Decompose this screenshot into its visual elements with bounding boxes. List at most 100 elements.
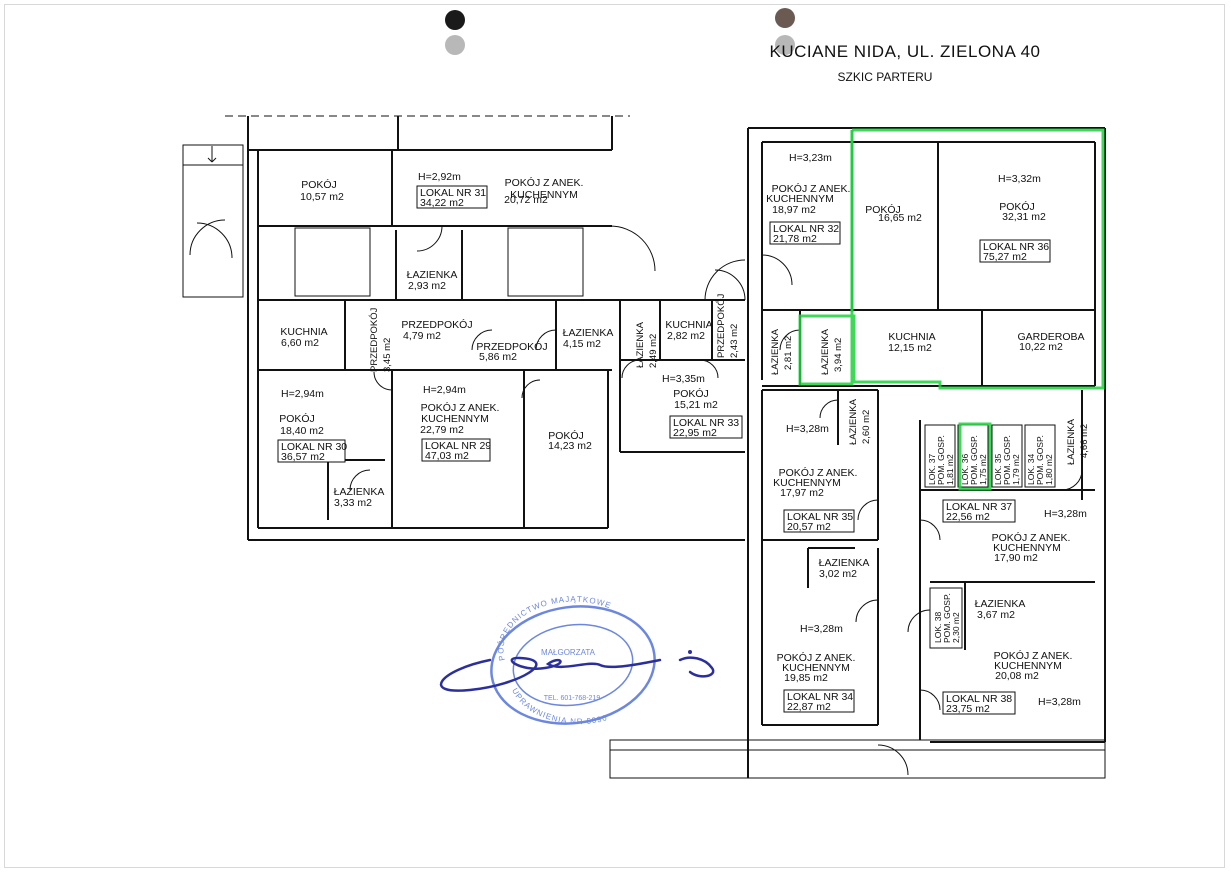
storage-label: LOK. 38	[933, 612, 943, 643]
room-name: KUCHENNYM	[421, 413, 489, 425]
unit-area: 22,87 m2	[787, 701, 831, 713]
room-name: GARDEROBA	[1017, 331, 1084, 343]
room-height: H=3,32m	[998, 173, 1041, 185]
room-area: 32,31 m2	[1002, 211, 1046, 223]
unit-area: 20,57 m2	[787, 521, 831, 533]
storage-label: POM. GOSP.	[1035, 435, 1045, 485]
room-area: 4,66 m2	[1079, 424, 1090, 458]
unit-label: LOKAL NR 30	[281, 441, 347, 453]
storage-label: POM. GOSP.	[942, 593, 952, 643]
room-area: 22,79 m2	[420, 424, 464, 436]
room-name: POKÓJ	[673, 387, 709, 400]
room-area: 19,85 m2	[784, 672, 828, 684]
room-name: POKÓJ Z ANEK.	[779, 466, 858, 479]
punch-hole-left	[445, 10, 465, 30]
page-border	[4, 4, 1225, 868]
room-area: 4,79 m2	[403, 330, 441, 342]
room-area: 3,02 m2	[819, 568, 857, 580]
room-name: ŁAZIENKA	[1066, 418, 1077, 465]
room-name: ŁAZIENKA	[820, 328, 831, 375]
room-area: 2,60 m2	[861, 410, 872, 444]
storage-label: LOK. 36	[960, 454, 970, 485]
room-area: 15,21 m2	[674, 399, 718, 411]
unit-label: LOKAL NR 33	[673, 417, 739, 429]
storage-label: 1,81 m2	[945, 454, 955, 485]
storage-label: LOK. 37	[927, 454, 937, 485]
room-height: H=3,28m	[1038, 696, 1081, 708]
room-name: ŁAZIENKA	[563, 327, 614, 339]
unit-label: LOKAL NR 38	[946, 693, 1012, 705]
unit-label: LOKAL NR 32	[773, 223, 839, 235]
room-name: KUCHENNYM	[766, 193, 834, 205]
unit-label: LOKAL NR 34	[787, 691, 853, 703]
room-name: KUCHENNYM	[773, 477, 841, 489]
page-subtitle: SZKIC PARTERU	[837, 70, 933, 84]
room-name: ŁAZIENKA	[334, 486, 385, 498]
room-name: KUCHENNYM	[510, 189, 578, 201]
room-name: ŁAZIENKA	[819, 557, 870, 569]
stamp-center-line: TEL. 601-768-219	[544, 695, 601, 702]
room-name: KUCHENNYM	[782, 662, 850, 674]
unit-area: 22,56 m2	[946, 511, 990, 523]
room-height: H=3,23m	[789, 152, 832, 164]
room-name: KUCHNIA	[665, 319, 712, 331]
signature	[439, 650, 715, 692]
room-name: POKÓJ Z ANEK.	[992, 531, 1071, 544]
room-name: PRZEDPOKÓJ	[716, 293, 727, 358]
unit-labels: LOKAL NR 31 34,22 m2 LOKAL NR 30 36,57 m…	[277, 185, 1051, 715]
room-name: POKÓJ	[279, 412, 315, 425]
room-area: 3,33 m2	[334, 497, 372, 509]
storage-label: POM. GOSP.	[936, 435, 946, 485]
room-name: POKÓJ Z ANEK.	[994, 649, 1073, 662]
room-height: H=2,94m	[281, 388, 324, 400]
room-name: ŁAZIENKA	[407, 269, 458, 281]
room-area: 18,97 m2	[772, 204, 816, 216]
unit-area: 47,03 m2	[425, 450, 469, 462]
storage-labels: LOK. 37 POM. GOSP. 1,81 m2 LOK. 36 POM. …	[927, 435, 1054, 643]
storage-label: 1,80 m2	[1044, 454, 1054, 485]
room-labels: POKÓJ 10,57 m2 H=2,92m POKÓJ Z ANEK. KUC…	[279, 152, 1090, 708]
room-area: 10,57 m2	[300, 191, 344, 203]
room-name: PRZEDPOKÓJ	[401, 318, 472, 331]
unit-area: 22,95 m2	[673, 427, 717, 439]
punch-hole-left-shadow	[445, 35, 465, 55]
room-area: 20,72 m2	[504, 194, 548, 206]
unit-label: LOKAL NR 29	[425, 440, 491, 452]
room-name: ŁAZIENKA	[975, 598, 1026, 610]
room-height: H=3,35m	[662, 373, 705, 385]
room-area: 2,93 m2	[408, 280, 446, 292]
room-height: H=3,28m	[800, 623, 843, 635]
room-name: POKÓJ Z ANEK.	[505, 176, 584, 189]
room-area: 4,15 m2	[563, 338, 601, 350]
room-area: 17,97 m2	[780, 487, 824, 499]
room-area: 2,43 m2	[729, 324, 740, 358]
room-height: H=3,28m	[1044, 508, 1087, 520]
room-name: POKÓJ	[301, 178, 337, 191]
unit-label: LOKAL NR 37	[946, 501, 1012, 513]
storage-label: POM. GOSP.	[1002, 435, 1012, 485]
room-height: H=2,94m	[423, 384, 466, 396]
room-name: POKÓJ	[865, 203, 901, 216]
room-area: 3,67 m2	[977, 609, 1015, 621]
room-area: 10,22 m2	[1019, 341, 1063, 353]
room-area: 16,65 m2	[878, 212, 922, 224]
room-area: 12,15 m2	[888, 342, 932, 354]
punch-hole-right	[775, 8, 795, 28]
room-area: 3,45 m2	[382, 338, 393, 372]
highlight-lokal-36	[798, 128, 1105, 491]
room-name: PRZEDPOKÓJ	[476, 340, 547, 353]
walls-east	[609, 127, 1106, 779]
storage-label: 2,30 m2	[951, 612, 961, 643]
room-area: 2,82 m2	[667, 330, 705, 342]
room-name: ŁAZIENKA	[635, 321, 646, 368]
storage-label: 1,75 m2	[978, 454, 988, 485]
storage-label: LOK. 34	[1026, 454, 1036, 485]
room-name: KUCHENNYM	[993, 542, 1061, 554]
storage-label: LOK. 35	[993, 454, 1003, 485]
unit-label: LOKAL NR 35	[787, 511, 853, 523]
room-area: 20,08 m2	[995, 670, 1039, 682]
room-name: ŁAZIENKA	[848, 398, 859, 445]
room-area: 3,94 m2	[833, 338, 844, 372]
room-area: 14,23 m2	[548, 440, 592, 452]
